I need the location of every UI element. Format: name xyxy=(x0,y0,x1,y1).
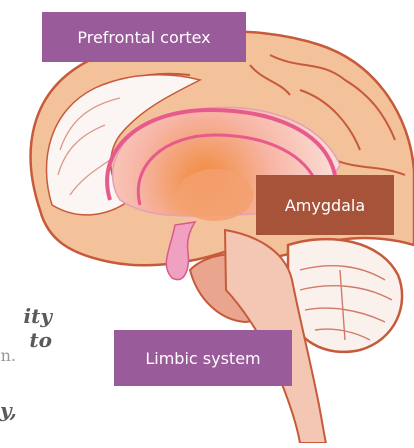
text-fragment-2: n. xyxy=(0,346,16,365)
thalamus xyxy=(177,169,253,221)
text-fragment-3: y, xyxy=(0,398,14,422)
limbic-system-label: Limbic system xyxy=(114,330,292,386)
text-fragment-1: ity to xyxy=(0,304,52,352)
prefrontal-cortex-label: Prefrontal cortex xyxy=(42,12,246,62)
amygdala-label: Amygdala xyxy=(256,175,394,235)
